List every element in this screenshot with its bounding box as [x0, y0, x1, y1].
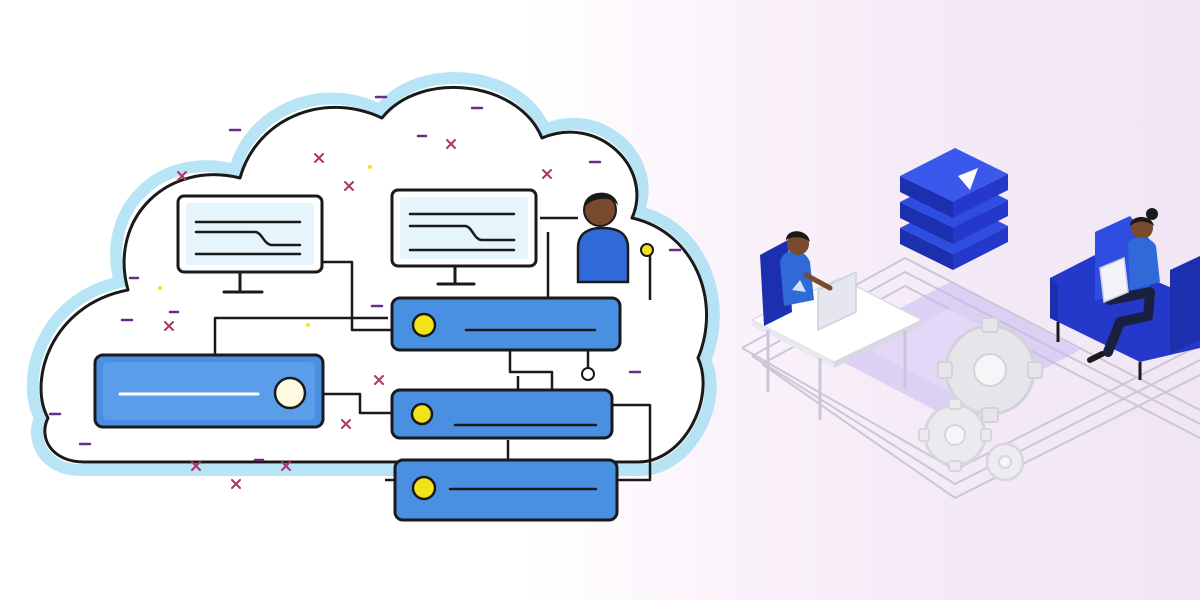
cloud-network-illustration [26, 71, 720, 522]
person-icon [760, 231, 833, 326]
monitor-icon [390, 188, 538, 286]
gear-icon [937, 317, 1043, 423]
server-icon [393, 458, 619, 522]
person-icon [576, 192, 630, 284]
cloud-scatter-marks [48, 95, 682, 489]
connector-node [640, 243, 654, 257]
person-icon [1087, 208, 1160, 363]
laptop-icon [1099, 256, 1129, 304]
gear-icon [985, 442, 1025, 482]
isometric-workspace-illustration [741, 148, 1200, 500]
server-icon [390, 388, 614, 440]
server-icon [390, 296, 622, 352]
cloud-glow [26, 71, 720, 476]
connector-node [581, 367, 595, 381]
database-stack-icon [900, 148, 1008, 270]
server-icon [93, 353, 325, 429]
network-connectors [213, 216, 652, 482]
gear-icon [918, 398, 992, 472]
monitor-icon [176, 194, 324, 294]
